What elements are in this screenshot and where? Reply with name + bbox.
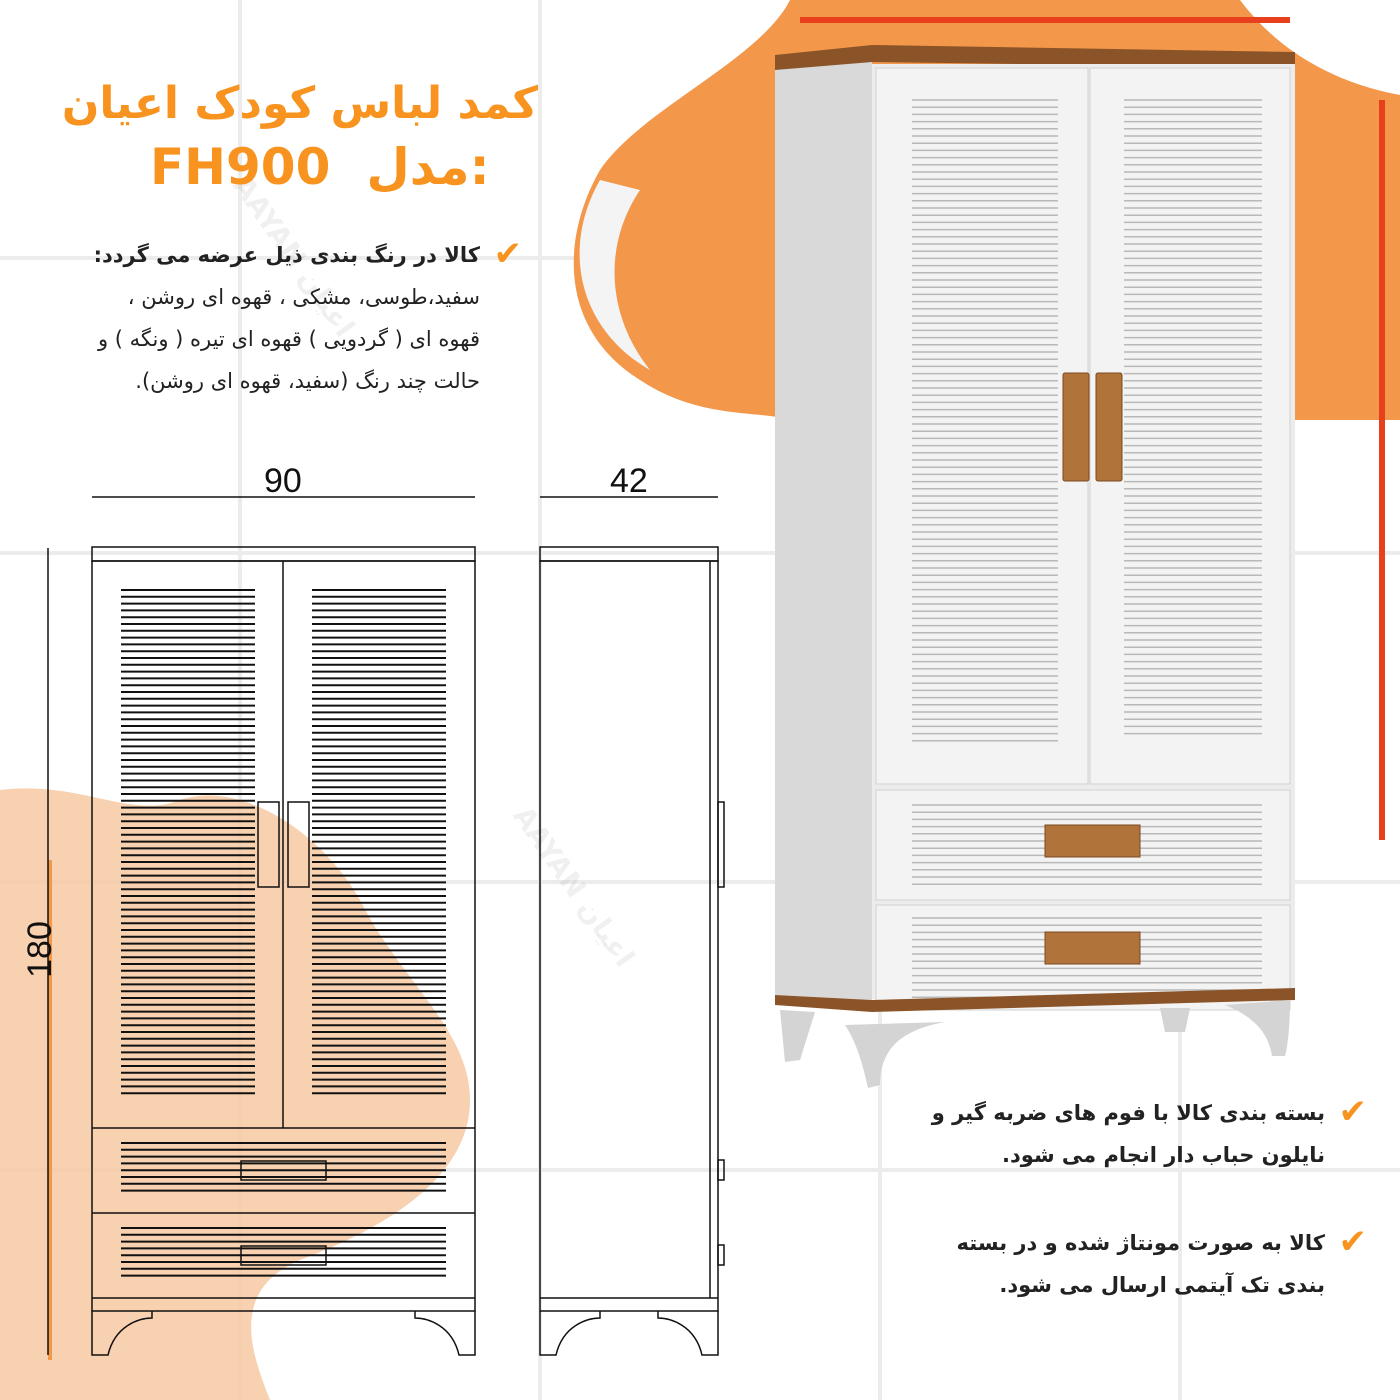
door-handle-left (1062, 372, 1090, 482)
drawer-handle-top (1044, 824, 1141, 858)
depth-label: 42 (610, 462, 648, 500)
colors-line: قهوه ای ( گردویی ) قهوه ای تیره ( ونگه )… (97, 327, 480, 351)
check-icon: ✔ (1338, 1092, 1368, 1132)
model-line: FH900 مدل: (150, 138, 490, 196)
colors-line: حالت چند رنگ (سفید، قهوه ای روشن). (135, 369, 480, 393)
product-title: کمد لباس کودک اعیان (61, 78, 538, 129)
leg (1160, 1008, 1190, 1032)
model-label: مدل: (366, 138, 490, 196)
colors-line: سفید،طوسی، مشکی ، قهوه ای روشن ، (127, 285, 480, 309)
leg (845, 1022, 945, 1088)
blob-highlight (579, 180, 650, 370)
leg (1225, 1000, 1290, 1056)
blob-cutout (1240, 0, 1400, 95)
bullet-line: بسته بندی کالا با فوم های ضربه گیر و (931, 1101, 1325, 1125)
colors-heading: کالا در رنگ بندی ذیل عرضه می گردد: (93, 243, 480, 267)
width-label: 90 (264, 462, 302, 500)
bullet-packaging: ✔ بسته بندی کالا با فوم های ضربه گیر و ن… (845, 1092, 1367, 1176)
drawer-handle-bottom (1044, 931, 1141, 965)
leg (780, 1010, 815, 1062)
wardrobe-side (775, 48, 872, 1000)
left-door (875, 67, 1089, 785)
door-handle-right (1095, 372, 1123, 482)
colors-section: ✔ کالا در رنگ بندی ذیل عرضه می گردد: سفی… (10, 234, 522, 402)
right-door (1089, 67, 1291, 785)
wardrobe-base (775, 988, 1295, 1012)
check-icon: ✔ (1338, 1222, 1368, 1262)
bullet-assembly: ✔ کالا به صورت مونتاژ شده و در بسته بندی… (845, 1222, 1367, 1306)
check-icon: ✔ (493, 234, 523, 274)
bullet-line: بندی تک آیتمی ارسال می شود. (999, 1273, 1325, 1297)
wardrobe-top (775, 45, 1295, 70)
front-view (91, 546, 476, 1356)
side-view (539, 546, 725, 1356)
red-stripes (800, 17, 1385, 840)
bullet-line: نایلون حباب دار انجام می شود. (1002, 1143, 1325, 1167)
bullet-line: کالا به صورت مونتاژ شده و در بسته (956, 1231, 1325, 1255)
model-code: FH900 (150, 138, 331, 196)
